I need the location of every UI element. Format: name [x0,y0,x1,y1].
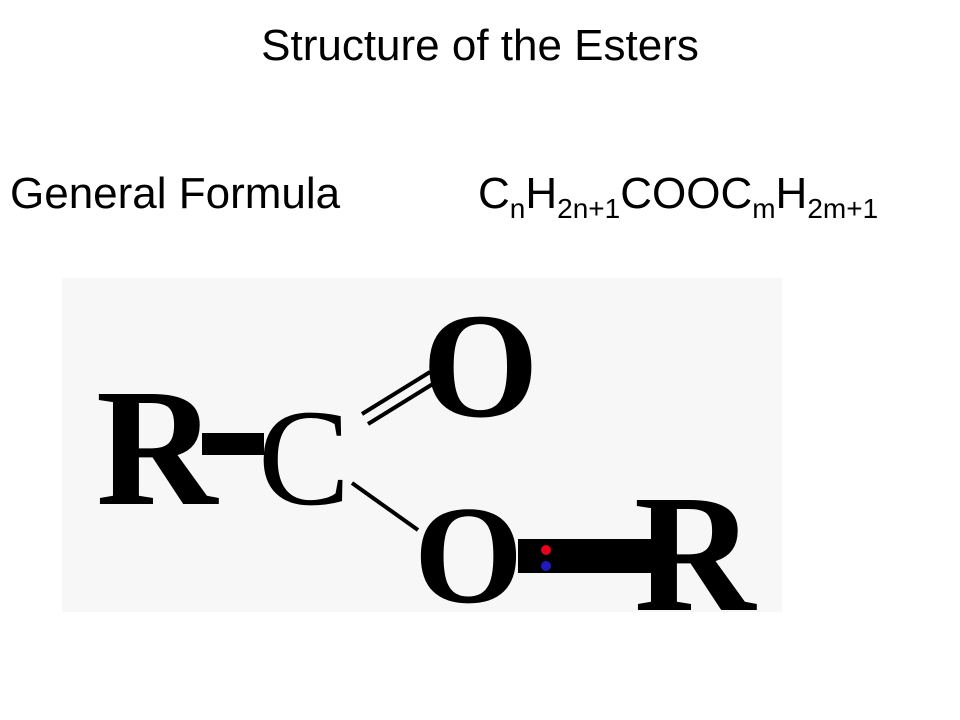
atom-r-right: R [634,461,757,612]
atom-oxygen-ester: O [414,478,523,612]
double-bond-line-2 [366,380,438,426]
atom-r-left: R [96,355,219,541]
formula-sub-m: m [752,193,776,224]
general-formula-label: General Formula [10,169,341,218]
general-formula: CnH2n+1COOCmH2m+1 [478,166,879,224]
bond-o-r [518,539,654,573]
formula-c1: C [478,169,510,218]
formula-h2: H [775,169,808,218]
formula-cooc: COOC [620,169,753,218]
atom-oxygen-carbonyl: O [422,283,539,449]
bond-r-c [202,433,264,455]
formula-sub-2n1: 2n+1 [557,193,621,224]
diagram-background [62,278,782,612]
bond-c-o [350,481,420,532]
electron-dot-red [541,545,551,555]
slide-title: Structure of the Esters [261,21,699,70]
formula-sub-n: n [509,193,526,224]
double-bond-line-1 [360,370,432,416]
atom-carbon: C [258,381,350,534]
formula-sub-2m1: 2m+1 [807,193,879,224]
ester-structure-svg: R C O O R [62,278,782,612]
electron-dot-blue [541,561,551,571]
formula-h1: H [525,169,558,218]
ester-structure-diagram: R C O O R [62,278,782,612]
